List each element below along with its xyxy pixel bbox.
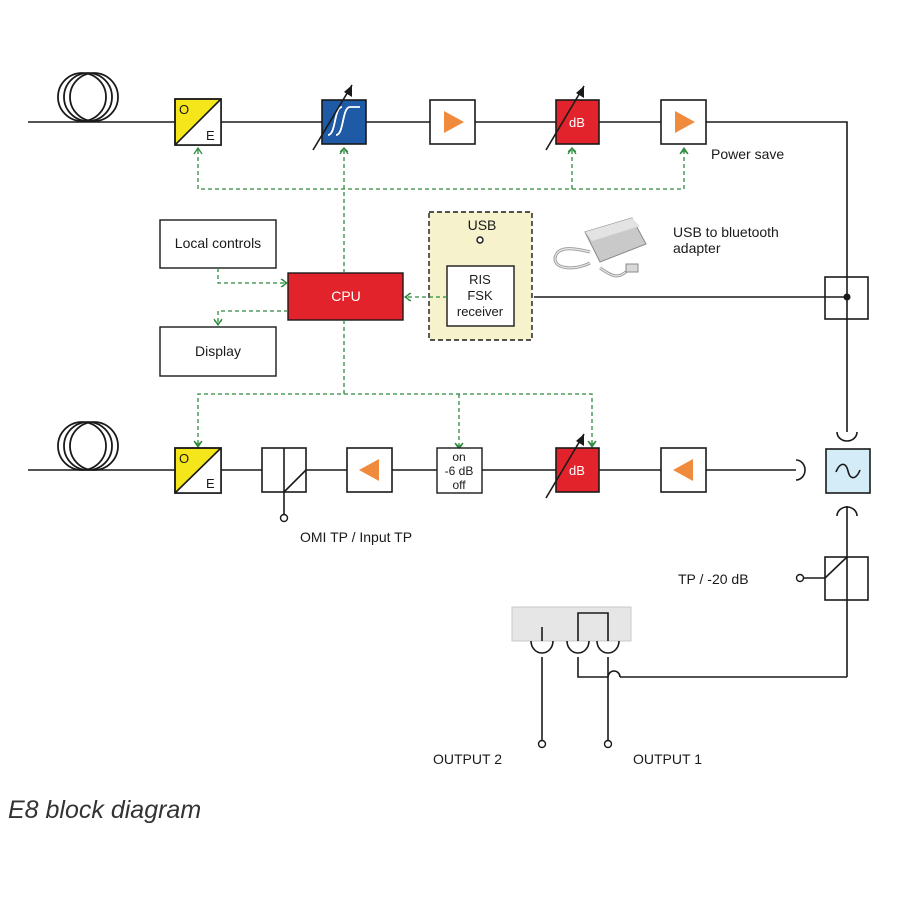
attenuator-top: dB (545, 85, 600, 151)
diplex-filter (795, 431, 871, 517)
ris-label-3: receiver (457, 304, 504, 319)
oe-top-o-label: O (179, 102, 189, 117)
signal-lines (28, 121, 848, 740)
control-lines (198, 148, 684, 447)
oe-bottom-o-label: O (179, 451, 189, 466)
fiber-coil-top (57, 72, 119, 122)
coupler-top-right (824, 276, 869, 320)
coupler-omi (261, 447, 307, 493)
output-switch (511, 606, 632, 654)
amplifier-top-1 (429, 99, 476, 145)
local-controls-label: Local controls (175, 235, 261, 251)
amplifier-bottom-1 (346, 447, 393, 493)
oe-top-e-label: E (206, 128, 215, 143)
ris-label-2: FSK (467, 288, 493, 303)
amplifier-top-2 (660, 99, 707, 145)
switch-mid-label: -6 dB (445, 464, 474, 478)
output-1-terminal (603, 739, 613, 749)
omi-tp-terminal (279, 513, 289, 523)
switch-on-label: on (452, 450, 465, 464)
output-2-label: OUTPUT 2 (433, 751, 502, 767)
cpu-label: CPU (331, 288, 361, 304)
local-controls-box: Local controls (159, 219, 277, 269)
attenuator-bottom: dB (545, 433, 600, 499)
tunable-filter (312, 84, 367, 151)
output-2-terminal (537, 739, 547, 749)
attenuator-bottom-label: dB (569, 463, 585, 478)
tp-20db-terminal (795, 573, 805, 583)
usb-label: USB (468, 217, 497, 233)
oe-bottom-e-label: E (206, 476, 215, 491)
fiber-coil-bottom (57, 421, 119, 471)
usb-bluetooth-adapter-image (553, 217, 647, 278)
oe-converter-bottom: O E (174, 447, 222, 494)
cpu-box: CPU (287, 272, 404, 321)
oe-converter-top: O E (174, 98, 222, 146)
attenuator-top-label: dB (569, 115, 585, 130)
display-box: Display (159, 326, 277, 377)
tp-20db-label: TP / -20 dB (678, 571, 749, 587)
output-1-label: OUTPUT 1 (633, 751, 702, 767)
usb-adapter-label-1: USB to bluetooth (673, 224, 779, 240)
omi-tp-label: OMI TP / Input TP (300, 529, 412, 545)
usb-adapter-label-2: adapter (673, 240, 721, 256)
ris-label-1: RIS (469, 272, 491, 287)
coupler-tp-20db (824, 556, 869, 601)
switch-off-label: off (452, 478, 466, 492)
switch-6db: on -6 dB off (436, 447, 483, 494)
usb-module: USB RIS FSK receiver (428, 211, 533, 341)
amplifier-bottom-2 (660, 447, 707, 493)
power-save-label: Power save (711, 146, 784, 162)
usb-antenna-node (476, 236, 484, 244)
display-label: Display (195, 343, 241, 359)
diagram-caption: E8 block diagram (8, 796, 202, 824)
